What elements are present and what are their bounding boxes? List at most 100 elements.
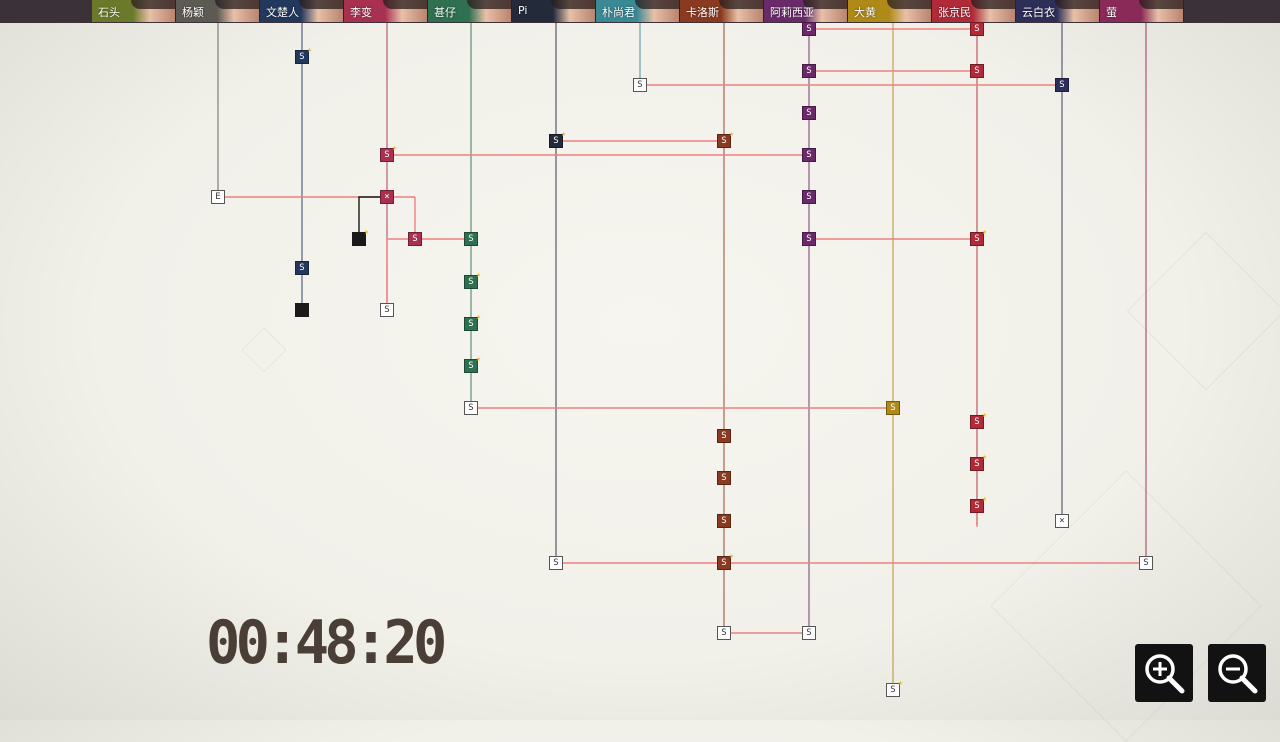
scene-node[interactable]: S [802,106,816,120]
star-icon: ★ [729,551,734,560]
node-label: S [384,150,390,160]
scene-node[interactable]: S [464,401,478,415]
scene-node[interactable]: S [549,556,563,570]
scene-node[interactable]: S★ [464,271,481,289]
scene-node[interactable]: S [295,261,309,275]
scene-node[interactable]: S [970,22,984,36]
character-portrait-hair [719,0,763,9]
character-tab[interactable]: 甚仔 [428,0,512,22]
scene-node[interactable]: S★ [717,130,734,148]
scene-node[interactable]: S [802,64,816,78]
character-tab-label: 张京民 [938,6,971,19]
scene-node[interactable]: S★ [464,313,481,331]
scene-node[interactable]: S [1055,78,1069,92]
node-label: E [215,192,221,202]
scene-node[interactable]: S★ [970,495,987,513]
scene-node[interactable]: S [802,626,816,640]
node-label: S [721,558,727,568]
scene-node[interactable]: S [802,232,816,246]
scene-node[interactable]: S★ [464,355,481,373]
scene-node[interactable]: S★ [549,130,566,148]
character-tab[interactable]: 李变 [344,0,428,22]
ending-node[interactable]: E [211,190,225,204]
node-label: S [890,685,896,695]
scene-node[interactable]: S [1139,556,1153,570]
zoom-in-icon [1145,654,1185,694]
star-icon: ★ [364,227,369,236]
scene-node[interactable]: S [802,148,816,162]
node-label: S [553,136,559,146]
node-label: S [721,473,727,483]
scene-node[interactable]: S [802,22,816,36]
scene-node[interactable]: S★ [380,144,397,162]
character-tab[interactable]: 朴尚君 [596,0,680,22]
node-label: S [721,431,727,441]
scene-node[interactable]: S★ [717,552,734,570]
character-portrait-hair [383,0,427,9]
scene-node[interactable]: S [408,232,422,246]
character-tab[interactable]: 石头 [92,0,176,22]
character-tab-label: 阿莉西亚 [770,6,814,19]
blank-node[interactable] [295,303,309,317]
node-label: S [1059,80,1065,90]
node-label: S [637,80,643,90]
scene-node[interactable]: S [970,64,984,78]
character-tab-label: 萤 [1106,6,1117,19]
play-timer: 00:48:20 [206,608,447,678]
zoom-out-button[interactable] [1208,644,1266,702]
node-label: S [299,52,305,62]
node-label: S [806,66,812,76]
node-label: S [721,628,727,638]
character-tab-label: 卡洛斯 [686,6,719,19]
scene-node[interactable]: S★ [970,453,987,471]
zoom-out-icon [1218,654,1258,694]
character-tab[interactable]: 云白衣 [1016,0,1100,22]
character-portrait-hair [1139,0,1183,9]
star-icon: ★ [982,452,987,461]
star-icon: ★ [476,354,481,363]
scene-node[interactable]: S [633,78,647,92]
scene-node[interactable]: S [886,401,900,415]
star-icon: ★ [476,270,481,279]
node-label: S [806,108,812,118]
scene-node[interactable]: S★ [970,228,987,246]
star-icon: ★ [982,410,987,419]
node-label: S [721,136,727,146]
character-portrait-hair [971,0,1015,9]
scene-node[interactable]: S★ [886,679,903,697]
locked-node[interactable]: × [1055,514,1069,528]
locked-node[interactable]: × [380,190,394,204]
character-tab[interactable]: 萤 [1100,0,1184,22]
blank-node[interactable]: ★ [352,228,369,246]
scene-node[interactable]: S [717,429,731,443]
node-label: S [468,277,474,287]
star-icon: ★ [729,129,734,138]
character-tab[interactable]: 大黄 [848,0,932,22]
star-icon: ★ [561,129,566,138]
character-tab[interactable]: 文楚人 [260,0,344,22]
node-label: × [1059,516,1065,526]
scene-node[interactable]: S [464,232,478,246]
character-portrait-hair [299,0,343,9]
character-tab[interactable]: 卡洛斯 [680,0,764,22]
character-tab[interactable]: 杨颖 [176,0,260,22]
scene-node[interactable]: S [380,303,394,317]
character-tab-label: 朴尚君 [602,6,635,19]
scene-node[interactable]: S★ [970,411,987,429]
character-tab-label: 石头 [98,6,120,19]
scene-node[interactable]: S★ [295,46,312,64]
character-tab[interactable]: 阿莉西亚 [764,0,848,22]
scene-node[interactable]: S [717,471,731,485]
node-label: S [974,417,980,427]
character-tab[interactable]: 张京民 [932,0,1016,22]
zoom-in-button[interactable] [1135,644,1193,702]
scene-node[interactable]: S [717,626,731,640]
character-portrait-hair [131,0,175,9]
scene-node[interactable]: S [717,514,731,528]
scene-node[interactable]: S [802,190,816,204]
node-label: S [1143,558,1149,568]
star-icon: ★ [982,227,987,236]
node-label: S [806,24,812,34]
character-tab[interactable]: Pi [512,0,596,22]
star-icon: ★ [392,143,397,152]
